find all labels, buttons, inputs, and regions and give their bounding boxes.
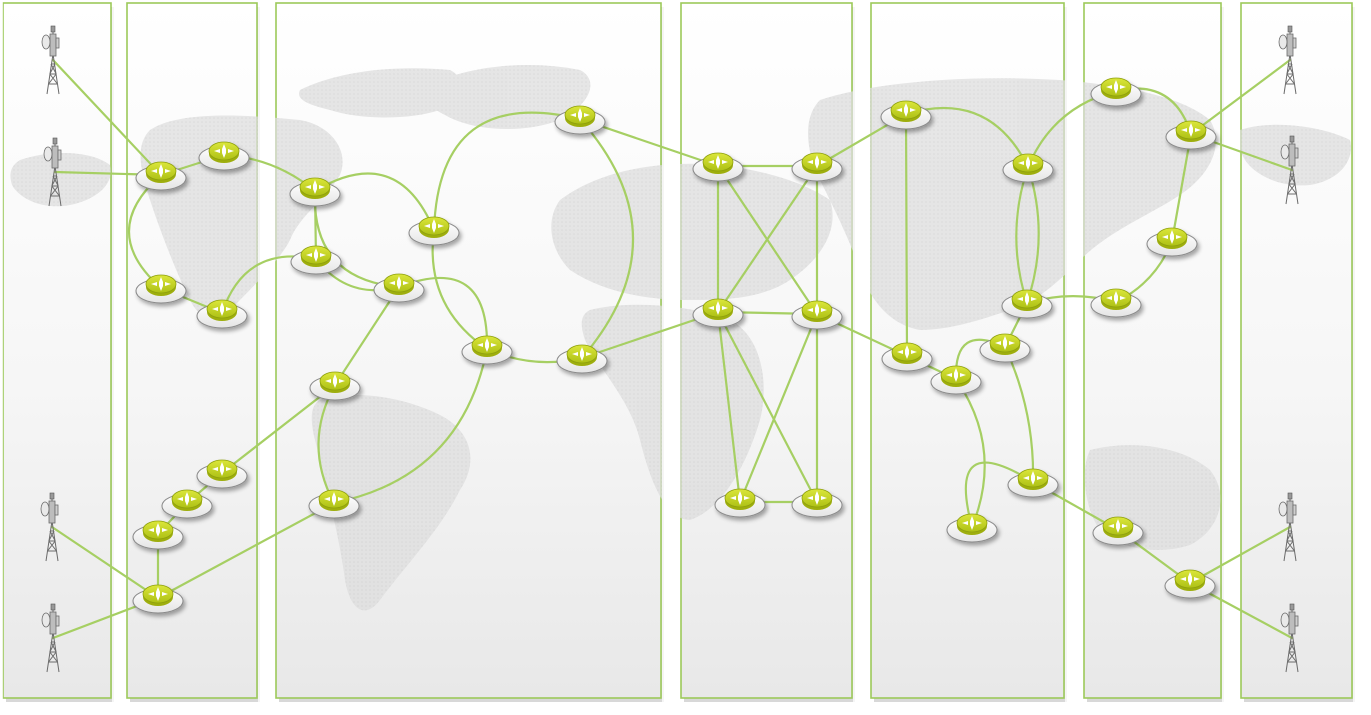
panel-gutter-3 <box>258 0 275 715</box>
link-r17-r8 <box>156 501 336 600</box>
link-r12-r14 <box>431 228 489 351</box>
link-r28-r31 <box>954 377 986 529</box>
link-r9-r12 <box>313 172 436 232</box>
link-r12-r13 <box>432 111 582 232</box>
panel-gutter-8 <box>1353 0 1371 715</box>
panel-gutter-5 <box>853 0 870 715</box>
link-r19-r20 <box>716 164 819 314</box>
panel-7 <box>1240 2 1353 699</box>
map-landmass-6 <box>808 78 1216 331</box>
link-r31-r30 <box>964 461 1035 529</box>
panel-gutter-6 <box>1065 0 1083 715</box>
link-r11-r14 <box>397 276 489 351</box>
link-r24-r27 <box>904 112 909 358</box>
link-r17-r14 <box>332 347 489 505</box>
link-r20-r22 <box>716 310 742 504</box>
link-r21-r22 <box>738 312 819 504</box>
map-landmass-4 <box>551 163 833 300</box>
panel-gutter-7 <box>1222 0 1240 715</box>
link-r13-r15 <box>578 117 635 360</box>
panel-gutter-2 <box>112 0 126 715</box>
map-landmass-9 <box>10 153 111 207</box>
map-landmass-2 <box>299 68 461 118</box>
map-landmass-3 <box>311 395 471 611</box>
panel-gutter-4 <box>662 0 680 715</box>
panel-gutter-1 <box>0 0 3 715</box>
link-r20-r23 <box>716 310 819 504</box>
panel-1 <box>2 2 112 699</box>
link-t1-r1 <box>51 58 163 177</box>
